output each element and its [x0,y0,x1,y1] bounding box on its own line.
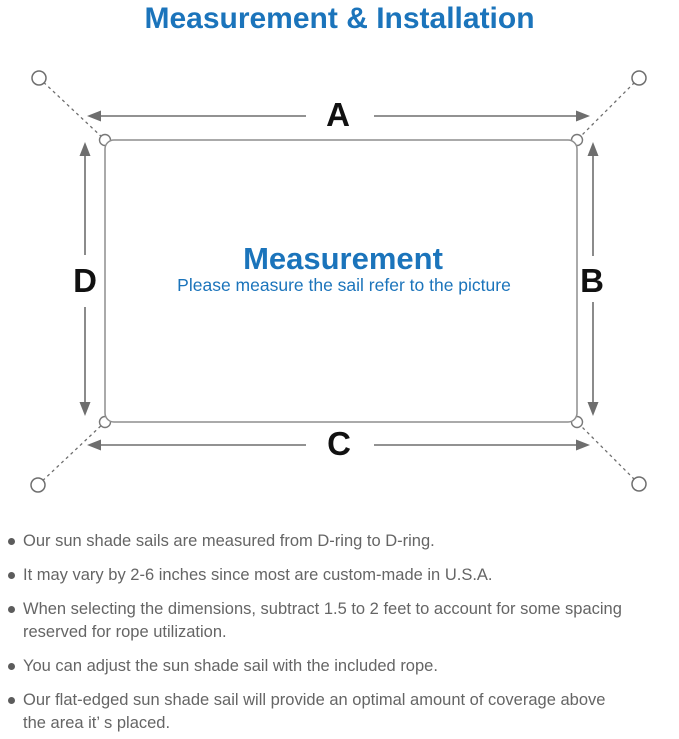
anchor-rings [30,70,647,493]
bullet-dot-icon [8,572,15,579]
bullet-dot-icon [8,538,15,545]
dimension-label-b: B [580,262,604,299]
arrowhead-a-left-icon [87,110,101,122]
anchor-rope-lines [37,77,640,486]
list-item: Our flat-edged sun shade sail will provi… [8,689,673,735]
center-subtitle: Please measure the sail refer to the pic… [177,275,511,295]
page-title: Measurement & Installation [144,2,535,35]
notes-list: Our sun shade sails are measured from D-… [8,530,673,739]
note-text: You can adjust the sun shade sail with t… [23,657,438,675]
rope-line-bottom-left [37,421,106,486]
center-heading: Measurement [243,241,443,276]
arrowhead-c-right-icon [576,439,590,451]
dimension-label-c: C [327,425,351,462]
arrowhead-d-bottom-icon [79,402,91,416]
arrowhead-c-left-icon [87,439,101,451]
bullet-dot-icon [8,606,15,613]
note-text: Our sun shade sails are measured from D-… [23,532,435,550]
rope-line-bottom-right [576,421,640,485]
list-item: Our sun shade sails are measured from D-… [8,530,673,553]
rope-line-top-right [576,77,640,141]
rope-line-top-left [38,77,106,141]
list-item: It may vary by 2-6 inches since most are… [8,564,673,587]
anchor-ring-icon-top-right [631,70,647,86]
note-text: When selecting the dimensions, subtract … [23,600,622,641]
arrowhead-b-top-icon [587,142,599,156]
anchor-ring-icon-bottom-left [30,477,46,493]
anchor-ring-icon-top-left [31,70,47,86]
dimension-label-d: D [73,262,97,299]
list-item: You can adjust the sun shade sail with t… [8,655,673,678]
dimension-label-a: A [326,96,350,133]
note-text: Our flat-edged sun shade sail will provi… [23,691,606,732]
bullet-dot-icon [8,697,15,704]
measurement-diagram: A C D B Measurement Please measure the s… [0,45,679,505]
sail-diagram-canvas: A C D B Measurement Please measure the s… [30,70,647,493]
note-text: It may vary by 2-6 inches since most are… [23,566,493,584]
arrowhead-a-right-icon [576,110,590,122]
sail-rectangle [104,139,578,423]
bullet-dot-icon [8,663,15,670]
anchor-ring-icon-bottom-right [631,476,647,492]
arrowhead-d-top-icon [79,142,91,156]
list-item: When selecting the dimensions, subtract … [8,598,673,644]
arrowhead-b-bottom-icon [587,402,599,416]
